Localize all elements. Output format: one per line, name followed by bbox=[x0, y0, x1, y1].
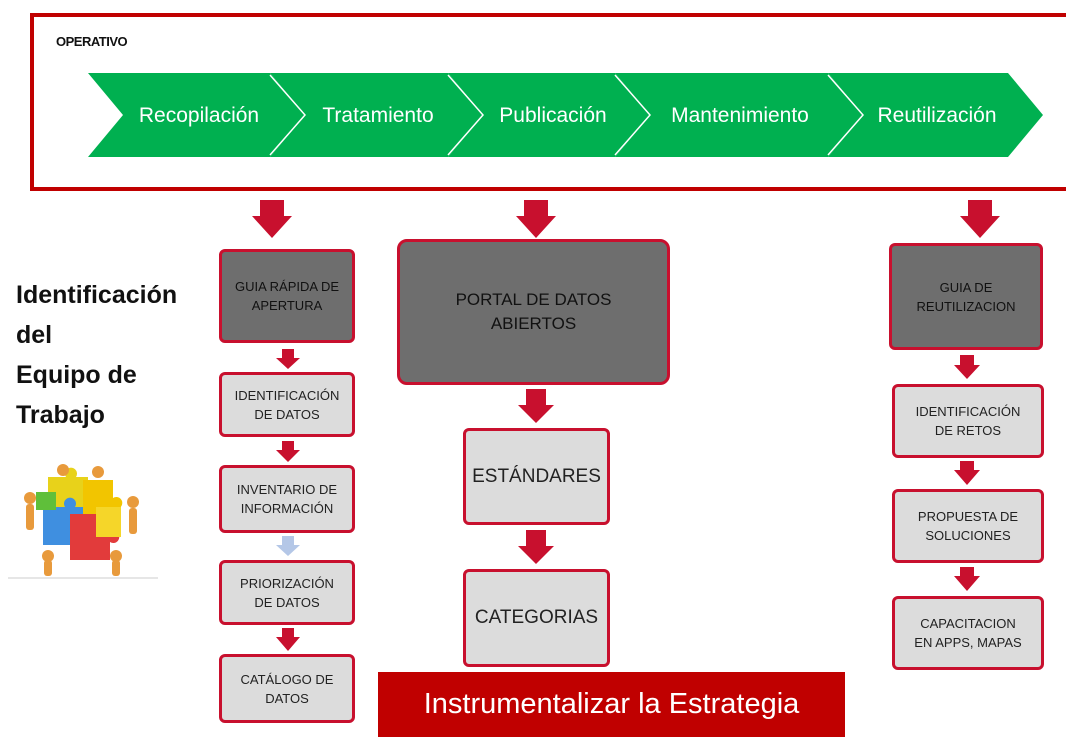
stage-label-publicacion: Publicación bbox=[499, 104, 606, 127]
chevron-reutilizacion bbox=[828, 73, 1043, 157]
box-catalogo-datos: CATÁLOGO DE DATOS bbox=[219, 654, 355, 723]
box-guia-reutilizacion: GUIA DE REUTILIZACION bbox=[889, 243, 1043, 350]
chevron-publicacion bbox=[448, 73, 650, 157]
side-title-line: Trabajo bbox=[16, 401, 105, 429]
box-identificacion-retos: IDENTIFICACIÓN DE RETOS bbox=[892, 384, 1044, 458]
box-priorizacion-datos: PRIORIZACIÓN DE DATOS bbox=[219, 560, 355, 625]
side-title-line: del bbox=[16, 321, 53, 349]
box-propuesta-soluciones: PROPUESTA DE SOLUCIONES bbox=[892, 489, 1044, 563]
side-title-line: Equipo de bbox=[16, 361, 137, 389]
operativo-label: OPERATIVO bbox=[56, 34, 128, 49]
team-identification-title: Identificación del Equipo de Trabajo bbox=[16, 275, 177, 435]
box-identificacion-datos: IDENTIFICACIÓN DE DATOS bbox=[219, 372, 355, 437]
down-arrow-left-2 bbox=[276, 441, 300, 462]
down-arrow-right-2 bbox=[954, 461, 980, 485]
down-arrow-right bbox=[960, 200, 1000, 238]
stage-label-recopilacion: Recopilación bbox=[139, 104, 259, 127]
box-categorias: CATEGORIAS bbox=[463, 569, 610, 667]
box-portal-datos-abiertos: PORTAL DE DATOS ABIERTOS bbox=[397, 239, 670, 385]
down-arrow-left bbox=[252, 200, 292, 238]
chevron-mantenimiento bbox=[615, 73, 863, 157]
down-arrow-left-4 bbox=[276, 628, 300, 651]
strategy-banner: Instrumentalizar la Estrategia bbox=[378, 672, 845, 737]
down-arrow-left-3 bbox=[276, 536, 300, 556]
puzzle-team-image bbox=[8, 452, 158, 580]
box-estandares: ESTÁNDARES bbox=[463, 428, 610, 525]
box-inventario-informacion: INVENTARIO DE INFORMACIÓN bbox=[219, 465, 355, 533]
stage-label-mantenimiento: Mantenimiento bbox=[671, 104, 809, 127]
stage-label-tratamiento: Tratamiento bbox=[322, 104, 433, 127]
down-arrow-middle-1 bbox=[518, 389, 554, 423]
box-capacitacion-apps-mapas: CAPACITACION EN APPS, MAPAS bbox=[892, 596, 1044, 670]
down-arrow-right-3 bbox=[954, 567, 980, 591]
down-arrow-middle bbox=[516, 200, 556, 238]
down-arrow-left-1 bbox=[276, 349, 300, 369]
down-arrow-middle-2 bbox=[518, 530, 554, 564]
chevron-tratamiento bbox=[270, 73, 483, 157]
down-arrow-right-1 bbox=[954, 355, 980, 379]
side-title-line: Identificación bbox=[16, 281, 178, 309]
box-guia-rapida-apertura: GUIA RÁPIDA DE APERTURA bbox=[219, 249, 355, 343]
stage-label-reutilizacion: Reutilización bbox=[877, 104, 996, 127]
operativo-frame bbox=[30, 13, 1066, 191]
chevron-recopilacion bbox=[88, 73, 305, 157]
